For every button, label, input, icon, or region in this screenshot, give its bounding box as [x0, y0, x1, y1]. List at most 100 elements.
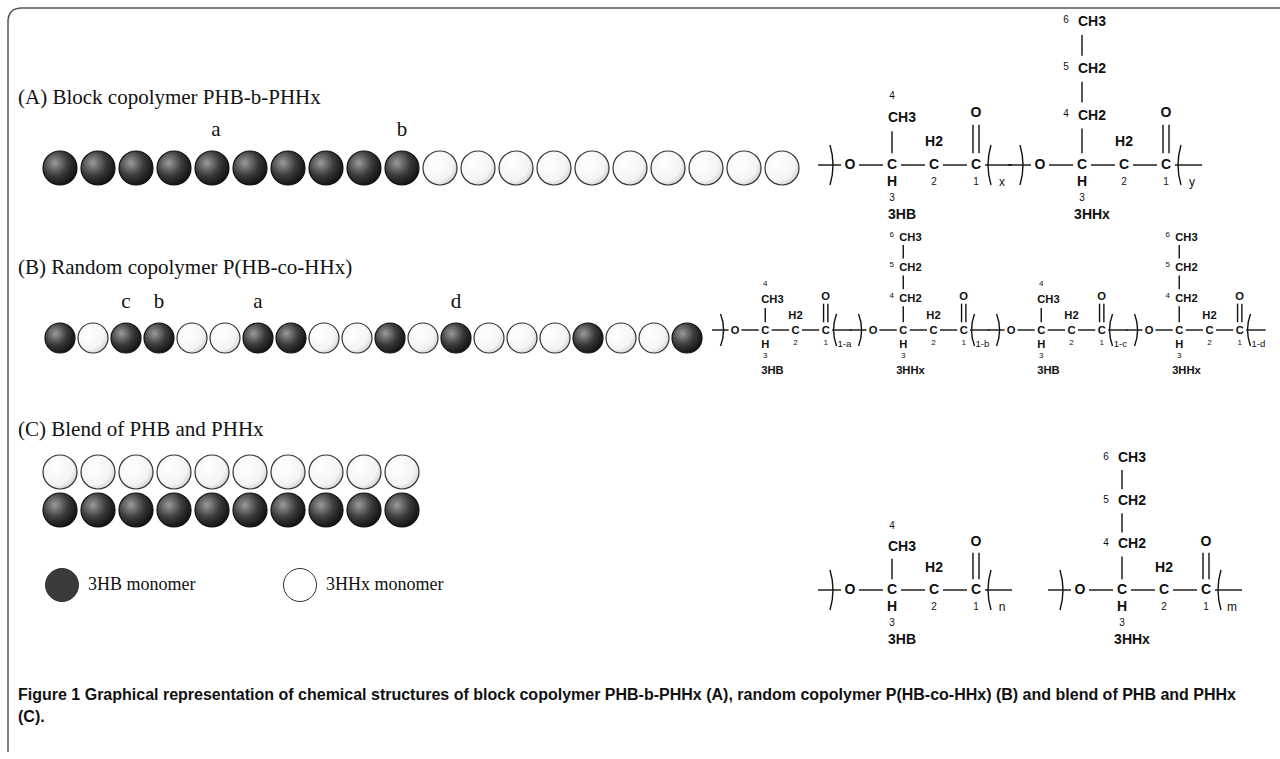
- bond-line: [1168, 125, 1169, 154]
- carbon-number: 6: [1063, 14, 1069, 25]
- monomer-name: 3HB: [761, 364, 783, 376]
- parenthesis: [972, 314, 975, 346]
- hhx-monomer: [347, 455, 381, 489]
- hhx-monomer: [210, 323, 240, 353]
- bond-line: [1121, 470, 1122, 489]
- bond-line: [943, 164, 967, 165]
- atom-label: CH2: [1118, 493, 1146, 508]
- atom-label: C: [960, 324, 968, 336]
- hhx-monomer: [408, 323, 438, 353]
- hhx-monomer: [727, 151, 761, 185]
- bond-line: [985, 164, 1012, 165]
- bond-line: [972, 553, 973, 579]
- bond-line: [1121, 556, 1122, 579]
- atom-label: H2: [1202, 309, 1216, 321]
- bond-line: [1237, 304, 1238, 323]
- carbon-number: 6: [889, 230, 893, 239]
- atom-label: O: [845, 582, 856, 597]
- hb-monomer: [375, 323, 405, 353]
- repeat-subscript: n: [999, 601, 1006, 614]
- bond-line: [910, 329, 927, 330]
- hhx-monomer: [507, 323, 537, 353]
- atom-label: CH2: [1118, 537, 1146, 552]
- atom-label: H: [887, 174, 897, 189]
- bond-line: [1179, 245, 1180, 259]
- parenthesis: [988, 570, 991, 610]
- bond-line: [765, 308, 766, 322]
- carbon-number: 2: [1207, 338, 1211, 347]
- parenthesis: [988, 145, 991, 185]
- carbon-number: 1: [961, 338, 965, 347]
- bond-line: [903, 306, 904, 322]
- bond-line: [802, 329, 819, 330]
- position-letter: d: [451, 290, 462, 313]
- hb-monomer: [195, 493, 229, 527]
- bond-line: [891, 559, 892, 579]
- hb-monomer: [347, 493, 381, 527]
- hb-monomer: [119, 151, 153, 185]
- monomer-name: 3HHx: [896, 364, 925, 376]
- bond-line: [1103, 304, 1104, 323]
- atom-label: C: [1159, 582, 1169, 597]
- parenthesis: [830, 570, 833, 610]
- atom-label: O: [1201, 534, 1212, 549]
- atom-label: CH3: [899, 230, 921, 242]
- atom-label: H2: [926, 309, 940, 321]
- atom-label: O: [869, 324, 878, 336]
- hb-monomer: [385, 151, 419, 185]
- bond-line: [1131, 589, 1155, 590]
- bond-line: [985, 589, 1012, 590]
- bond-line: [1041, 308, 1042, 322]
- hhx-monomer: [119, 455, 153, 489]
- hhx-monomer: [540, 323, 570, 353]
- atom-label: C: [1161, 157, 1171, 172]
- hhx-monomer: [385, 455, 419, 489]
- bond-line: [1162, 125, 1163, 154]
- hb-monomer: [309, 151, 343, 185]
- bond-line: [712, 329, 729, 330]
- monomer-name: 3HHx: [1114, 632, 1150, 647]
- hhx-monomer: [195, 455, 229, 489]
- bond-line: [1186, 329, 1203, 330]
- carbon-number: 3: [1079, 192, 1085, 203]
- atom-label: CH2: [1078, 108, 1106, 123]
- carbon-number: 5: [1063, 61, 1069, 72]
- atom-label: H2: [1155, 561, 1173, 576]
- bond-line: [901, 164, 925, 165]
- bond-line: [1099, 304, 1100, 323]
- atom-label: H: [887, 599, 897, 614]
- bond-line: [903, 276, 904, 290]
- bond-line: [859, 589, 883, 590]
- atom-label: CH2: [1078, 61, 1106, 76]
- atom-label: C: [1117, 582, 1127, 597]
- atom-label: O: [971, 534, 982, 549]
- position-letter: b: [154, 290, 165, 313]
- atom-label: H: [899, 337, 907, 349]
- atom-label: C: [1236, 324, 1244, 336]
- bond-line: [1091, 164, 1115, 165]
- hb-monomer: [195, 151, 229, 185]
- atom-label: O: [1161, 105, 1172, 120]
- bond-line: [823, 304, 824, 323]
- hhx-monomer: [606, 323, 636, 353]
- monomer-name: 3HHx: [1074, 207, 1110, 222]
- hb-monomer: [81, 493, 115, 527]
- hhx-monomer: [309, 455, 343, 489]
- position-letter: a: [211, 118, 220, 141]
- hb-monomer: [243, 323, 273, 353]
- atom-label: H2: [788, 309, 802, 321]
- repeat-subscript: 1-b: [976, 339, 990, 350]
- hb-monomer: [43, 151, 77, 185]
- hb-monomer: [119, 493, 153, 527]
- carbon-number: 1: [1203, 601, 1209, 612]
- hb-monomer: [441, 323, 471, 353]
- hb-monomer: [111, 323, 141, 353]
- carbon-number: 5: [889, 261, 893, 270]
- atom-label: O: [731, 324, 740, 336]
- hhx-monomer: [613, 151, 647, 185]
- hhx-monomer: [81, 455, 115, 489]
- bond-line: [1202, 553, 1203, 579]
- atom-label: H2: [1064, 309, 1078, 321]
- bond-line: [1126, 329, 1143, 330]
- atom-label: C: [1037, 324, 1045, 336]
